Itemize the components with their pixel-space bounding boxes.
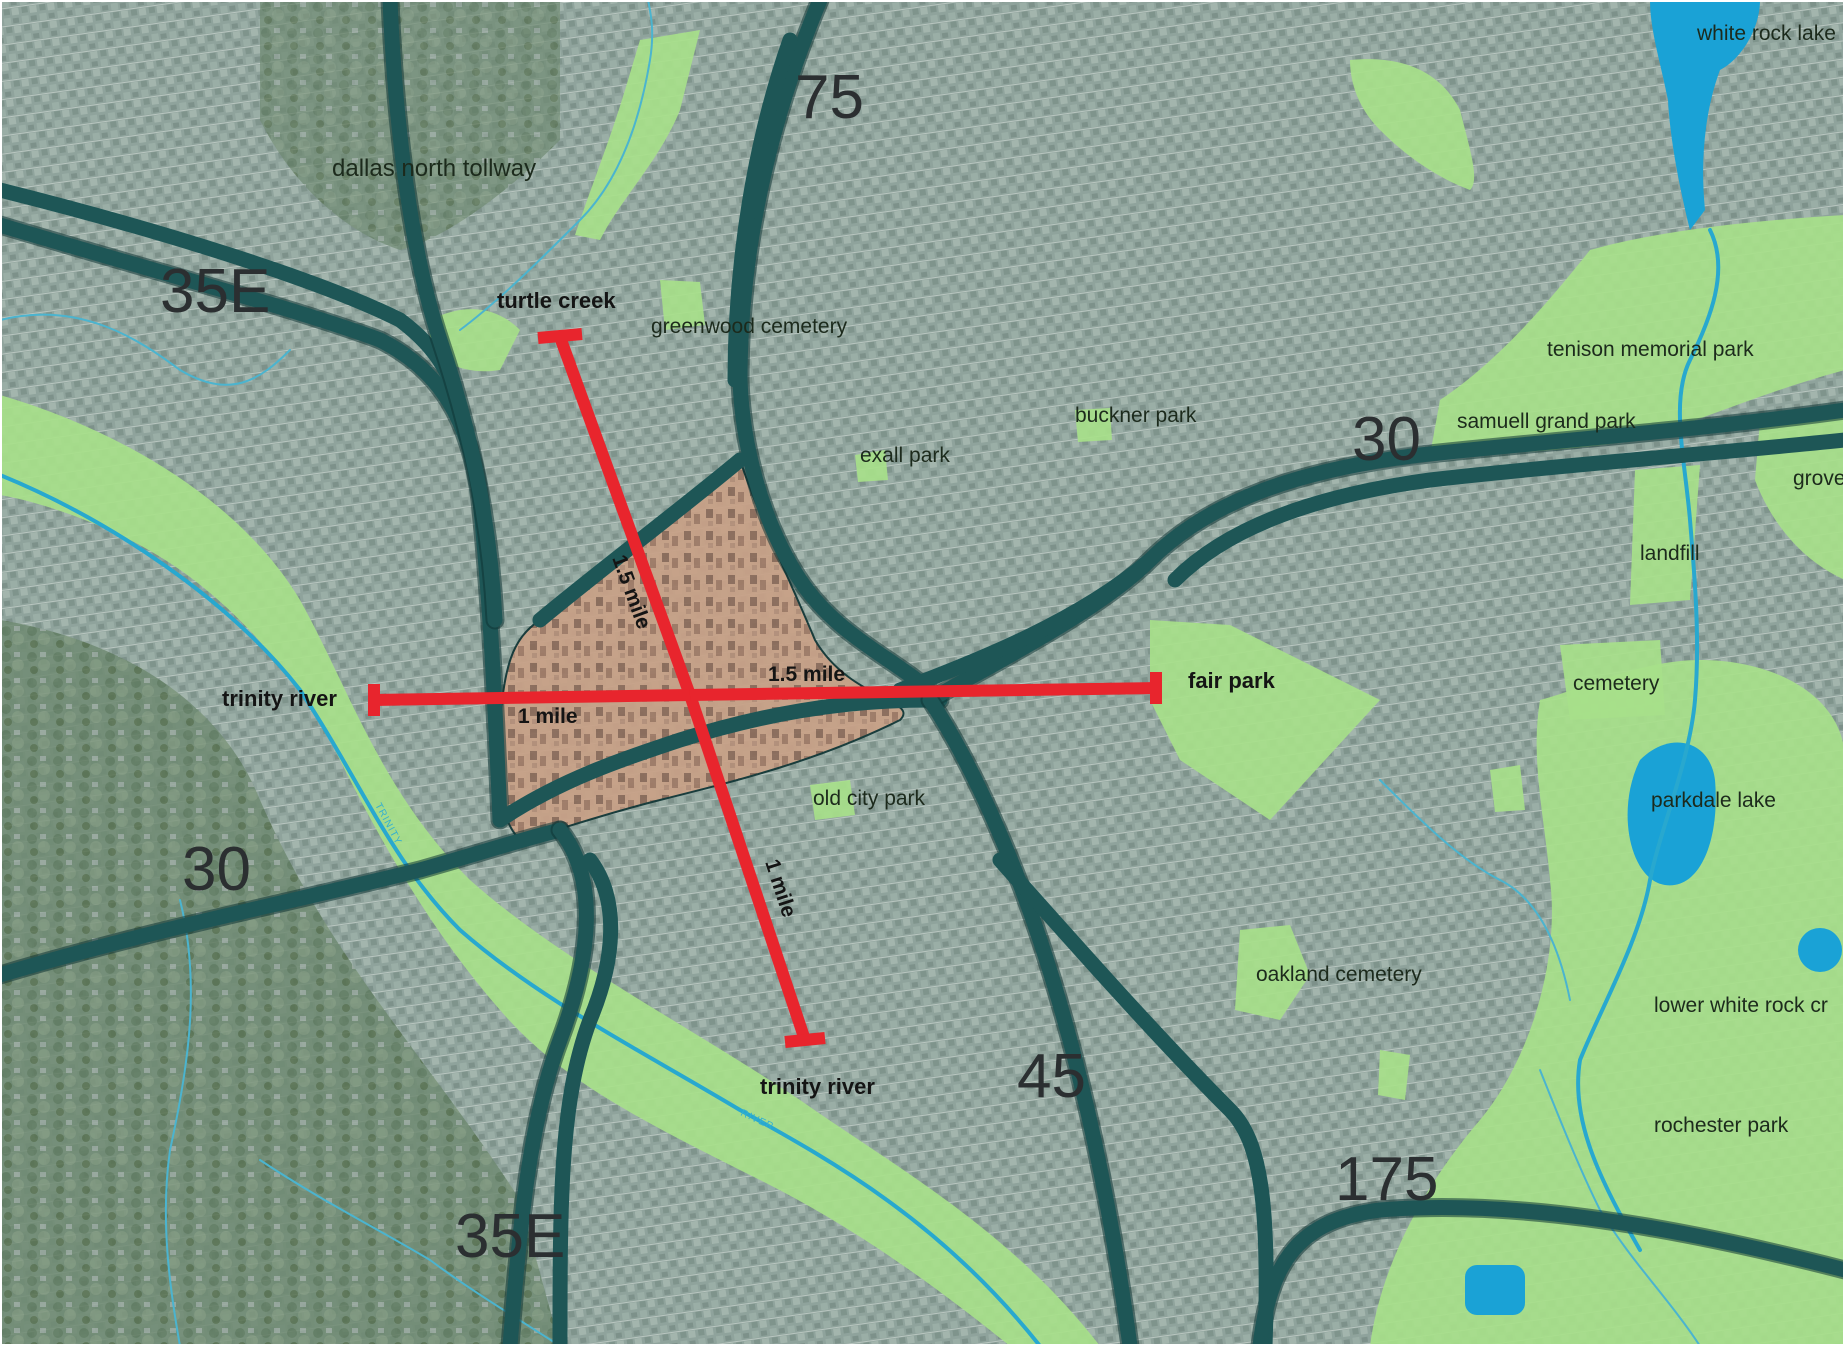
highway-35e-south-label: 35E [455, 1202, 565, 1271]
white-rock-lake-label: white rock lake [1696, 22, 1836, 45]
small-park-2 [1378, 1050, 1410, 1100]
lower-white-rock-creek-label: lower white rock cr [1654, 994, 1828, 1017]
landfill-label: landfill [1640, 542, 1700, 565]
tenison-park-area [1430, 215, 1845, 455]
reservoir [1465, 1265, 1525, 1315]
oakland-cemetery-label: oakland cemetery [1256, 963, 1422, 986]
white-rock-lake [1650, 0, 1760, 230]
exall-park-area [855, 450, 888, 482]
east-arm [689, 682, 1158, 701]
highway-30-east-label: 30 [1352, 405, 1421, 474]
dallas-north-tollway-label: dallas north tollway [332, 155, 536, 182]
fair-park-endpoint-label: fair park [1188, 668, 1276, 693]
oakland-cemetery-area [1235, 925, 1310, 1020]
east-creek [1379, 779, 1571, 1001]
north-cap [537, 328, 583, 344]
small-park-1 [1490, 765, 1525, 812]
tenison-memorial-park-label: tenison memorial park [1547, 338, 1754, 361]
wooded-area-north [260, 0, 560, 250]
white-rock-park [1350, 59, 1475, 190]
old-city-park-area [810, 780, 855, 820]
turtle-creek-endpoint-label: turtle creek [497, 288, 616, 313]
trinity-river-floodplain [0, 395, 1100, 1346]
old-city-park-label: old city park [813, 787, 926, 810]
rochester-park-label: rochester park [1654, 1114, 1789, 1137]
west-arm [372, 689, 691, 706]
parkdale-lake-label: parkdale lake [1651, 789, 1776, 812]
highway-30-west-label: 30 [182, 835, 251, 904]
parkdale-lake [1627, 742, 1716, 886]
highway-45-label: 45 [1017, 1042, 1086, 1111]
west-distance-label: 1 mile [518, 705, 578, 728]
south-arm [684, 693, 811, 1042]
cemetery-area [1560, 640, 1665, 720]
wooded-area [0, 620, 560, 1346]
white-rock-creek [1576, 228, 1721, 1252]
greenwood-cemetery-label: greenwood cemetery [651, 315, 848, 338]
greenwood-cemetery-park [660, 280, 705, 330]
buckner-park-label: buckner park [1075, 404, 1197, 427]
west-creek [0, 313, 291, 386]
north-arm [554, 334, 696, 698]
highway-75-label: 75 [795, 63, 864, 132]
trinity-river-channel [0, 473, 1042, 1346]
east-distance-label: 1.5 mile [768, 663, 845, 686]
south-cap [784, 1032, 826, 1048]
southwest-creek [164, 899, 192, 1346]
highway-175-label: 175 [1335, 1145, 1438, 1214]
highway-35e-nw-label: 35E [160, 257, 270, 326]
distance-markers [368, 328, 1162, 1048]
grove-label: grove [1793, 467, 1845, 490]
turtle-creek [459, 0, 654, 331]
fair-park-area [1150, 620, 1380, 820]
buckner-park-area [1075, 408, 1112, 442]
trinity-river-south-endpoint-label: trinity river [760, 1074, 875, 1099]
small-pond [1798, 928, 1842, 972]
cemetery-label: cemetery [1573, 672, 1660, 695]
exall-park-label: exall park [860, 444, 950, 467]
landfill-area [1630, 465, 1700, 605]
trinity-river-west-endpoint-label: trinity river [222, 686, 337, 711]
samuell-grand-park-label: samuell grand park [1457, 410, 1636, 433]
